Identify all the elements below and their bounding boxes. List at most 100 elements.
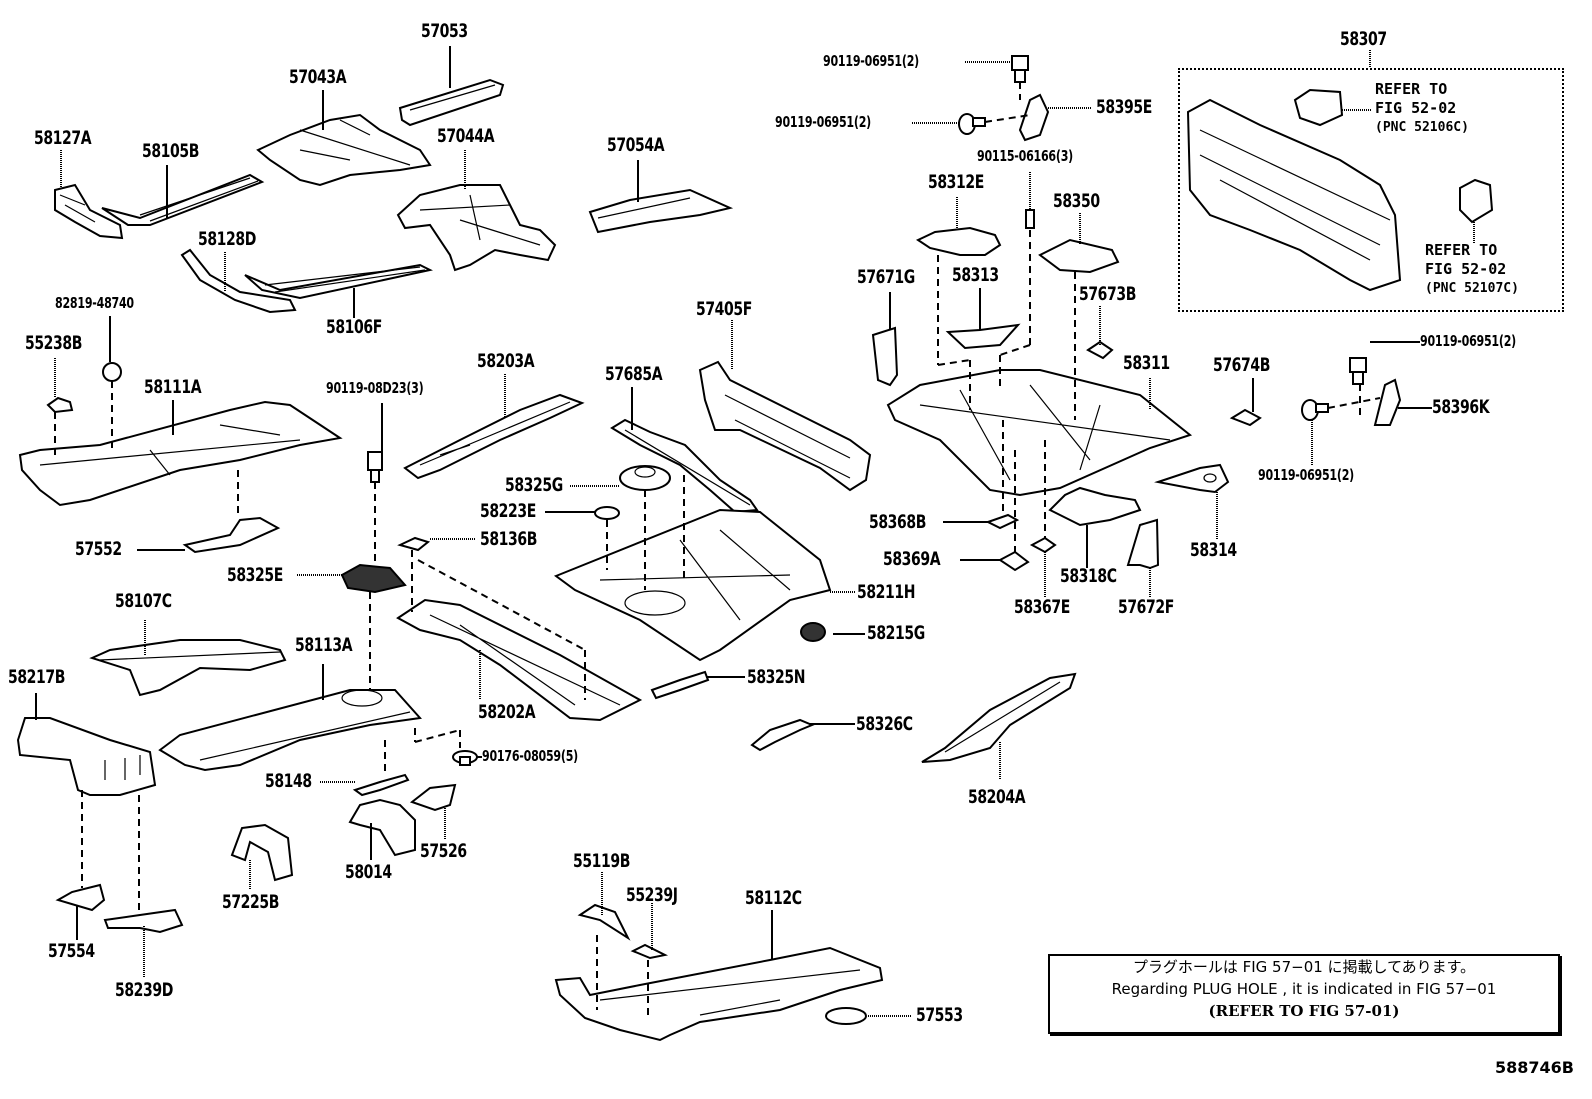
- part-58312E-drawing: [915, 226, 1002, 256]
- label-57671G[interactable]: 57671G: [857, 266, 915, 288]
- part-58204A-drawing: [921, 672, 1077, 763]
- label-90119-06951-c[interactable]: 90119-06951(2): [1420, 332, 1516, 350]
- part-58107C-drawing: [89, 639, 287, 697]
- label-58325G[interactable]: 58325G: [505, 474, 563, 496]
- part-58313-drawing: [945, 323, 1021, 350]
- label-58148[interactable]: 58148: [265, 770, 312, 792]
- part-58113A-drawing: [158, 689, 422, 772]
- label-55119B[interactable]: 55119B: [573, 850, 630, 872]
- label-58239D[interactable]: 58239D: [115, 979, 173, 1001]
- label-57526[interactable]: 57526: [420, 840, 467, 862]
- label-58107C[interactable]: 58107C: [115, 590, 172, 612]
- part-58369A-drawing: [998, 550, 1030, 572]
- label-57044A[interactable]: 57044A: [437, 125, 495, 147]
- part-90119-08D23-drawing: [367, 451, 383, 483]
- label-90115-06166[interactable]: 90115-06166(3): [977, 147, 1073, 165]
- part-58106F-drawing: [244, 263, 433, 300]
- label-58112C[interactable]: 58112C: [745, 887, 802, 909]
- label-57054A[interactable]: 57054A: [607, 134, 665, 156]
- label-58211H[interactable]: 58211H: [857, 581, 916, 603]
- label-58204A[interactable]: 58204A: [968, 786, 1026, 808]
- part-58014-drawing: [348, 798, 416, 857]
- label-90119-06951-b[interactable]: 90119-06951(2): [775, 113, 871, 131]
- part-90115-06166-drawing: [1025, 209, 1035, 229]
- part-58395E-drawing: [1018, 93, 1050, 142]
- label-58368B[interactable]: 58368B: [869, 511, 926, 533]
- part-57673B-drawing: [1086, 340, 1114, 360]
- note-line-japanese: プラグホールは FIG 57−01 に掲載してあります。: [1132, 958, 1476, 976]
- part-58239D-drawing: [103, 908, 184, 934]
- label-57043A[interactable]: 57043A: [289, 66, 347, 88]
- label-57674B[interactable]: 57674B: [1213, 354, 1270, 376]
- part-90119-06951-bolt-a: [1011, 55, 1029, 83]
- label-58128D[interactable]: 58128D: [198, 228, 256, 250]
- group-box-58307: [1178, 68, 1564, 312]
- label-57553[interactable]: 57553: [916, 1004, 963, 1026]
- label-58307[interactable]: 58307: [1340, 28, 1387, 50]
- label-58136B[interactable]: 58136B: [480, 528, 537, 550]
- label-58202A[interactable]: 58202A: [478, 701, 536, 723]
- part-52107C-drawing: [1459, 178, 1494, 224]
- label-58215G[interactable]: 58215G: [867, 622, 925, 644]
- label-58318C[interactable]: 58318C: [1060, 565, 1117, 587]
- label-58325E[interactable]: 58325E: [227, 564, 283, 586]
- part-58325G-drawing: [619, 465, 671, 491]
- label-57685A[interactable]: 57685A: [605, 363, 663, 385]
- label-57673B[interactable]: 57673B: [1079, 283, 1136, 305]
- label-58367E[interactable]: 58367E: [1014, 596, 1070, 618]
- label-82819-48740[interactable]: 82819-48740: [55, 294, 134, 312]
- label-57053[interactable]: 57053: [421, 20, 468, 42]
- part-57552-drawing: [182, 516, 281, 554]
- part-55119B-drawing: [577, 903, 631, 941]
- reference-line: REFER TO: [1425, 241, 1498, 259]
- label-58106F[interactable]: 58106F: [326, 316, 382, 338]
- label-58014[interactable]: 58014: [345, 861, 392, 883]
- part-58148-drawing: [352, 773, 410, 797]
- label-58396K[interactable]: 58396K: [1432, 396, 1490, 418]
- label-57552[interactable]: 57552: [75, 538, 122, 560]
- label-57405F[interactable]: 57405F: [696, 298, 752, 320]
- label-57672F[interactable]: 57672F: [1118, 596, 1174, 618]
- label-58223E[interactable]: 58223E: [480, 500, 536, 522]
- part-57225B-drawing: [230, 823, 294, 882]
- label-55238B[interactable]: 55238B: [25, 332, 82, 354]
- label-57554[interactable]: 57554: [48, 940, 95, 962]
- part-90119-06951-bolt-c: [1349, 357, 1367, 385]
- part-58367E-drawing: [1029, 536, 1057, 554]
- part-57054A-drawing: [588, 188, 734, 234]
- label-58217B[interactable]: 58217B: [8, 666, 65, 688]
- label-58105B[interactable]: 58105B: [142, 140, 199, 162]
- label-58311[interactable]: 58311: [1123, 352, 1170, 374]
- part-57554-drawing: [55, 883, 106, 912]
- label-58326C[interactable]: 58326C: [856, 713, 913, 735]
- label-58325N[interactable]: 58325N: [747, 666, 806, 688]
- part-58112C-drawing: [554, 946, 884, 1042]
- plug-hole-note: プラグホールは FIG 57−01 に掲載してあります。 Regarding P…: [1048, 954, 1560, 1034]
- label-90119-06951-a[interactable]: 90119-06951(2): [823, 52, 919, 70]
- label-58113A[interactable]: 58113A: [295, 634, 353, 656]
- note-line-reference: (REFER TO FIG 57-01): [1208, 1002, 1400, 1020]
- label-90119-08D23[interactable]: 90119-08D23(3): [326, 379, 424, 397]
- label-57225B[interactable]: 57225B: [222, 891, 279, 913]
- label-58312E[interactable]: 58312E: [928, 171, 984, 193]
- part-90176-08059-drawing: [452, 750, 478, 766]
- figure-id: 588746B: [1495, 1058, 1574, 1077]
- label-58111A[interactable]: 58111A: [144, 376, 202, 398]
- label-90119-06951-d[interactable]: 90119-06951(2): [1258, 466, 1354, 484]
- reference-line: (PNC 52106C): [1375, 120, 1469, 135]
- label-58203A[interactable]: 58203A: [477, 350, 535, 372]
- label-58350[interactable]: 58350: [1053, 190, 1100, 212]
- label-90176-08059[interactable]: 90176-08059(5): [482, 747, 578, 765]
- note-line-english: Regarding PLUG HOLE , it is indicated in…: [1111, 980, 1497, 998]
- label-58314[interactable]: 58314: [1190, 539, 1237, 561]
- part-58307-drawing: [1186, 98, 1402, 292]
- part-57685A-drawing: [610, 418, 759, 514]
- label-58369A[interactable]: 58369A: [883, 548, 941, 570]
- label-58395E[interactable]: 58395E: [1096, 96, 1152, 118]
- label-58313[interactable]: 58313: [952, 264, 999, 286]
- label-58127A[interactable]: 58127A: [34, 127, 92, 149]
- label-55239J[interactable]: 55239J: [626, 884, 678, 906]
- reference-line: FIG 52-02: [1425, 260, 1507, 278]
